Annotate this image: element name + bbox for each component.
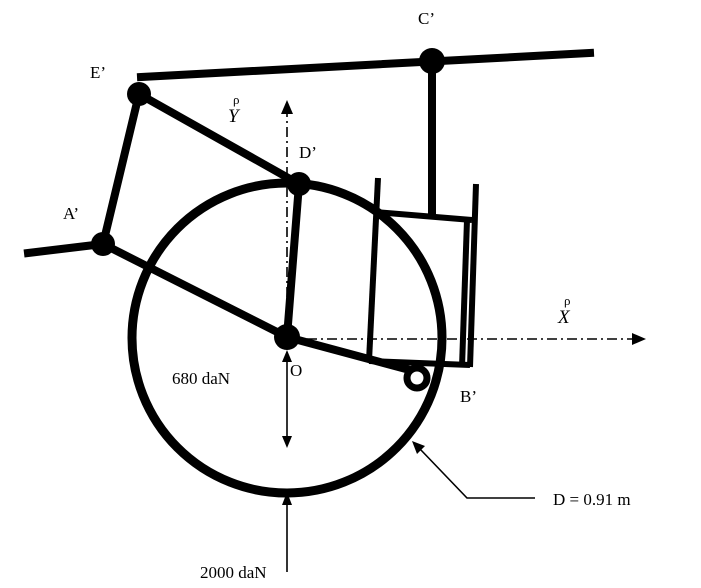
joint-d xyxy=(287,172,311,196)
label-point-a: A’ xyxy=(63,204,79,223)
label-point-e: E’ xyxy=(90,63,106,82)
joint-a xyxy=(91,232,115,256)
body-top-rail xyxy=(136,48,595,82)
axis-x-vector-mark: ρ xyxy=(564,293,571,308)
joint-o xyxy=(274,324,300,350)
housing-top xyxy=(374,209,473,223)
housing-bottom xyxy=(368,358,471,368)
label-load-2000: 2000 daN xyxy=(200,563,267,582)
joint-b xyxy=(403,364,431,392)
link-a-o xyxy=(97,238,293,343)
load-680-arrowhead-top xyxy=(282,350,292,362)
label-point-o: O xyxy=(290,361,302,380)
link-o-d xyxy=(282,179,304,342)
diameter-leader-arrowhead xyxy=(412,441,425,454)
label-point-d: D’ xyxy=(299,143,317,162)
load-680-arrowhead-bottom xyxy=(282,436,292,448)
axis-y-vector-mark: ρ xyxy=(233,92,240,107)
joint-c xyxy=(419,48,445,74)
joint-e xyxy=(127,82,151,106)
label-axis-y: Y xyxy=(228,106,241,127)
x-axis-arrowhead xyxy=(632,333,646,345)
label-load-680: 680 daN xyxy=(172,369,230,388)
link-a-e xyxy=(98,89,144,249)
diameter-leader xyxy=(419,448,535,499)
link-o-b xyxy=(282,332,422,377)
label-axis-x: X xyxy=(557,307,571,328)
label-point-b: B’ xyxy=(460,387,477,406)
label-diameter: D = 0.91 m xyxy=(553,490,631,509)
housing-right-wall xyxy=(467,183,479,368)
housing-left-wall xyxy=(366,177,381,362)
load-2000-arrowhead xyxy=(282,492,292,505)
link-e-d xyxy=(133,88,305,190)
housing-inner-wall xyxy=(459,219,470,368)
y-axis-arrowhead xyxy=(281,100,293,114)
ground-link-left xyxy=(23,239,108,258)
label-point-c: C’ xyxy=(418,9,435,28)
